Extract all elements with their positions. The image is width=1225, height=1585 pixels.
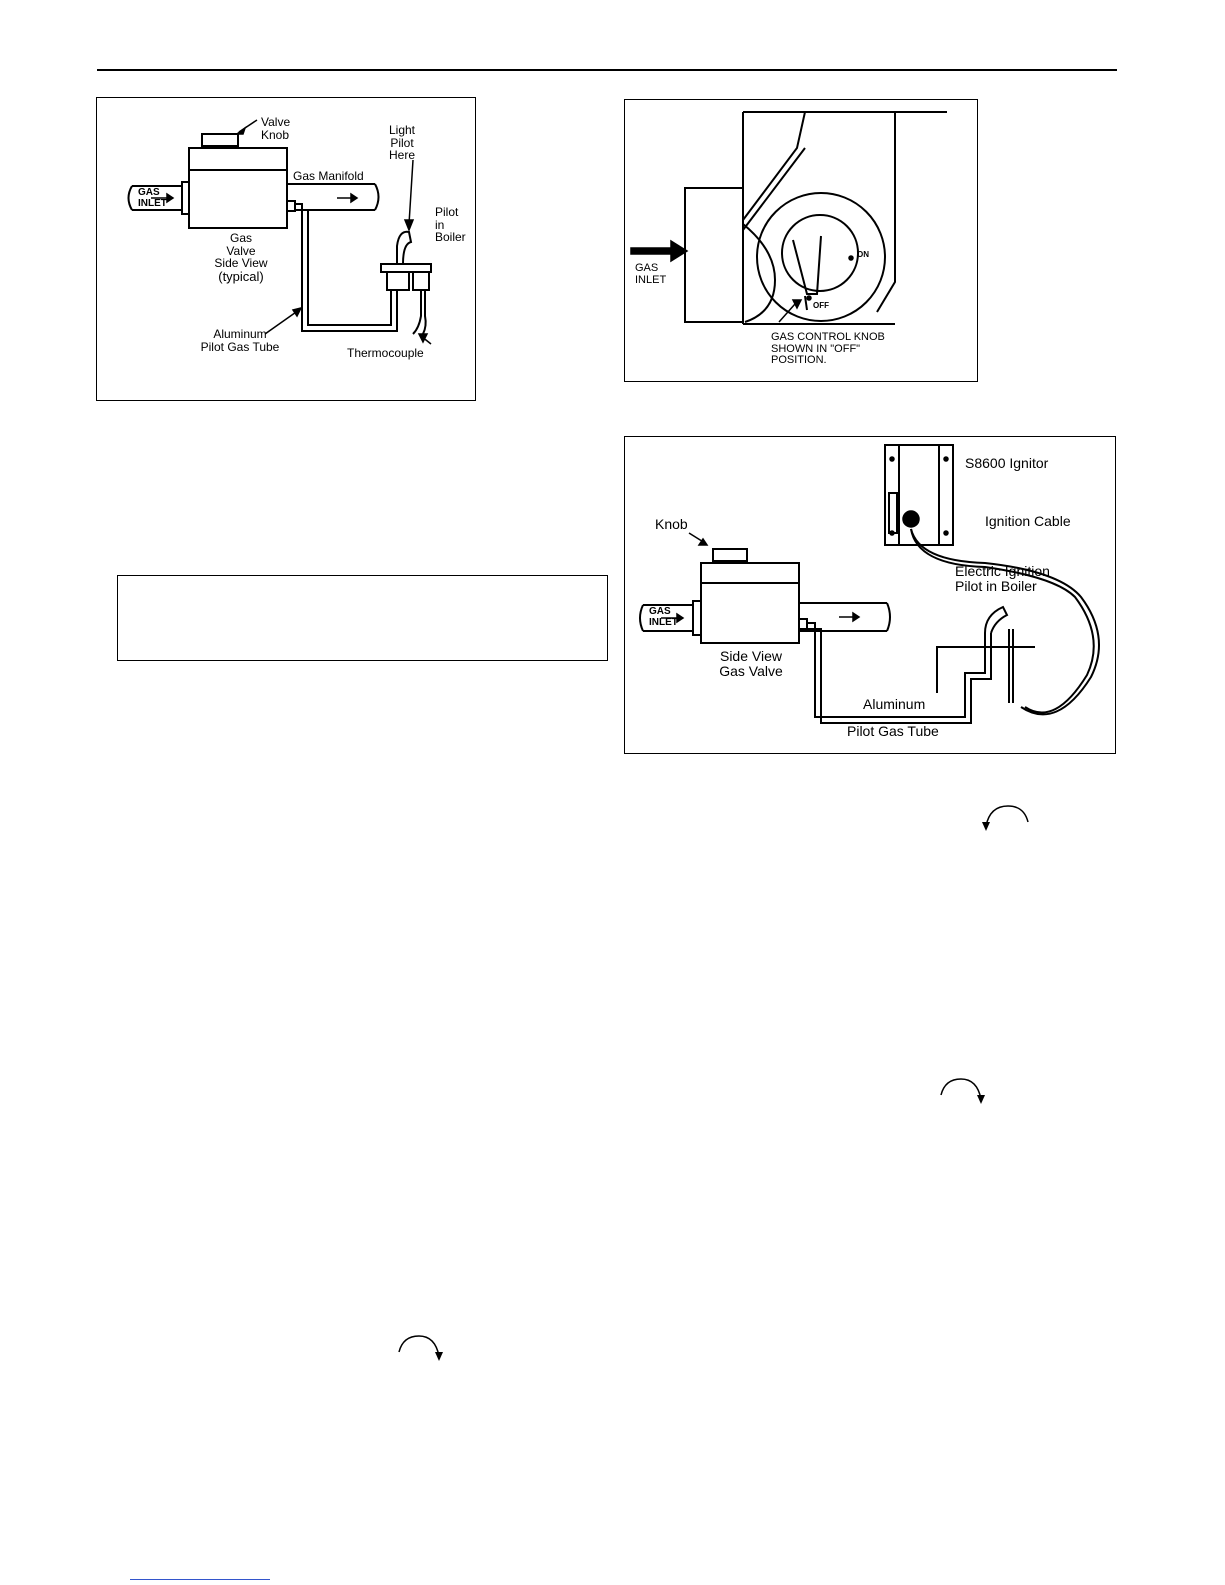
pilot-tube-label: Pilot Gas Tube xyxy=(847,723,939,739)
gas-inlet-label: GAS INLET xyxy=(138,187,167,209)
knob-label: Knob xyxy=(655,516,688,532)
standing-pilot-drawing xyxy=(127,119,432,345)
clockwise-icon xyxy=(398,1335,443,1361)
on-mark: ON xyxy=(857,250,869,259)
header-rule xyxy=(97,69,1117,71)
light-pilot-label: Light Pilot Here xyxy=(388,123,416,163)
gas-valve-label: Gas Valve Side View xyxy=(214,231,268,271)
gas-inlet-label: GAS INLET xyxy=(649,606,678,628)
clockwise-icon xyxy=(940,1078,985,1104)
typical-label: (typical) xyxy=(218,269,264,284)
note-box xyxy=(117,575,608,661)
valve-knob-label: Valve Knob xyxy=(261,115,291,142)
ignition-cable-label: Ignition Cable xyxy=(985,513,1071,529)
knob-caption: GAS CONTROL KNOB SHOWN IN "OFF" POSITION… xyxy=(771,331,885,367)
ignitor-label: S8600 Ignitor xyxy=(965,455,1049,471)
aluminum-tube-label: Aluminum Pilot Gas Tube xyxy=(200,327,280,354)
off-mark: OFF xyxy=(813,301,829,310)
standing-pilot-diagram: Valve Knob Light Pilot Here Gas Manifold… xyxy=(96,97,476,401)
electric-pilot-label: Electric Ignition Pilot in Boiler xyxy=(955,563,1050,594)
electric-ignition-drawing xyxy=(639,444,1100,724)
gas-manifold-label: Gas Manifold xyxy=(293,169,364,183)
gas-inlet-label: GAS INLET xyxy=(635,262,667,286)
pilot-in-boiler-label: Pilot in Boiler xyxy=(435,205,466,245)
gas-control-knob-diagram: ON OFF GAS INLET GAS CONTROL KNOB SHOWN … xyxy=(624,99,978,382)
counterclockwise-icon xyxy=(982,805,1029,831)
side-view-label: Side View Gas Valve xyxy=(719,648,783,679)
gas-control-drawing xyxy=(630,111,947,325)
aluminum-label: Aluminum xyxy=(863,696,926,712)
electric-ignition-diagram: S8600 Ignitor Ignition Cable Knob Electr… xyxy=(624,436,1116,754)
footer-link-underline[interactable] xyxy=(130,1579,270,1580)
thermocouple-label: Thermocouple xyxy=(347,346,424,360)
